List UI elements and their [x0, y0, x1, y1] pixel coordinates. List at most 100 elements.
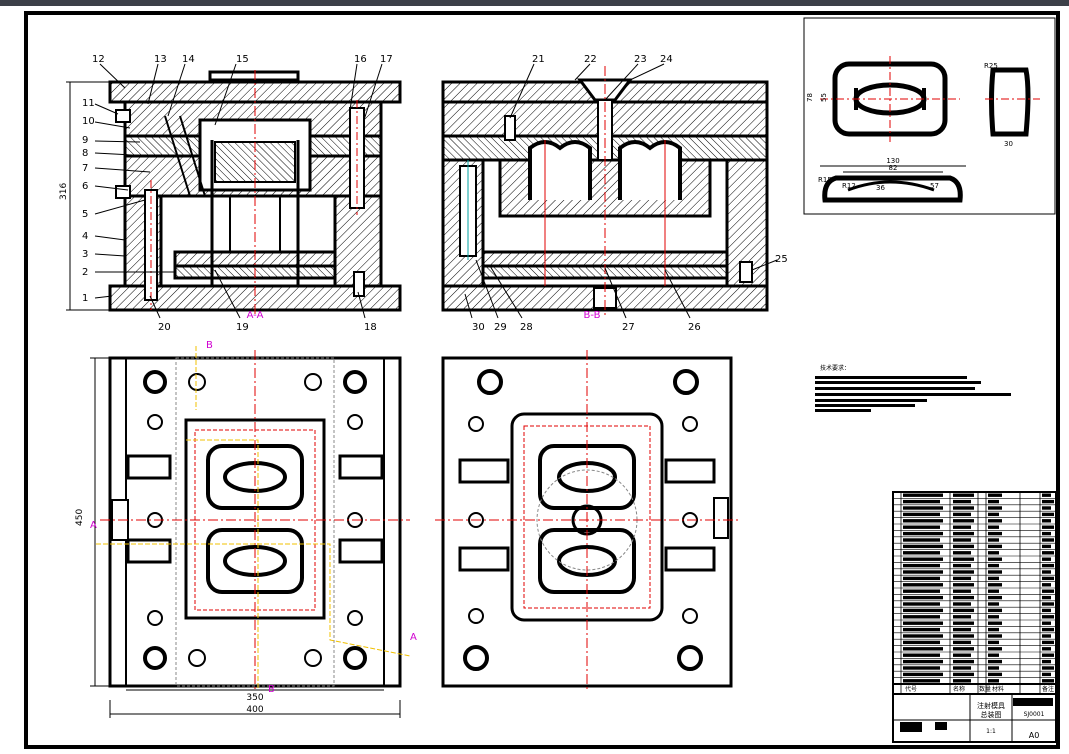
bom-cell-text [903, 679, 940, 683]
balloon-5: 5 [82, 209, 88, 220]
bom-cell-text [953, 621, 974, 625]
part-dim-36: 36 [876, 184, 885, 192]
balloon-3: 3 [82, 249, 88, 260]
bom-cell-text [953, 506, 974, 510]
bom-cell-text [903, 589, 940, 593]
bom-cell-text [953, 544, 974, 549]
balloon-28: 28 [520, 322, 533, 333]
part-view-box [803, 17, 1056, 215]
title-scale: 1:1 [986, 728, 996, 735]
bom-cell-text [953, 512, 971, 517]
bom-cell-text [903, 493, 943, 497]
bom-cell-text [988, 583, 1002, 587]
bom-cell-text [988, 589, 999, 593]
bom-header-material: 材料 [992, 685, 1004, 693]
bom-cell-text [953, 666, 971, 670]
bom-cell-text [988, 653, 999, 657]
bom-cell-text [988, 647, 1002, 651]
balloon-22: 22 [584, 54, 597, 65]
bom-cell-text [953, 615, 971, 619]
balloon-12: 12 [92, 54, 105, 65]
bom-cell-text [903, 576, 940, 581]
bom-cell-text [988, 538, 999, 542]
bom-cell-text [953, 595, 974, 600]
part-dim-r25: R25 [984, 62, 998, 70]
bom-table [892, 491, 1057, 743]
part-detail-views [820, 56, 1040, 203]
bom-cell-text [988, 595, 1002, 600]
bom-cell-text [1042, 666, 1054, 670]
bom-cell-text [903, 653, 940, 657]
bom-cell-text [903, 538, 940, 542]
bom-cell-text [953, 640, 971, 645]
bom-header-remark: 备注 [1042, 685, 1054, 693]
balloon-29: 29 [494, 322, 507, 333]
bom-cell-text [1042, 595, 1051, 600]
bom-cell-text [903, 608, 943, 613]
bom-cell-text [988, 621, 1002, 625]
balloon-27: 27 [622, 322, 635, 333]
bom-cell-text [953, 608, 974, 613]
bom-cell-text [1042, 557, 1051, 561]
bom-cell-text [1042, 679, 1054, 683]
bom-cell-text [903, 544, 943, 549]
bom-cell-text [903, 512, 940, 517]
bom-cell-text [953, 525, 971, 529]
title-code: SJ0001 [1024, 711, 1045, 718]
bom-cell-text [903, 634, 943, 638]
window-title-bar [0, 0, 1069, 6]
bom-cell-text [988, 602, 999, 606]
part-dim-55: 55 [820, 93, 828, 102]
bom-cell-text [988, 551, 999, 555]
title-sheet-size: A0 [1029, 731, 1040, 740]
balloon-17: 17 [380, 54, 393, 65]
balloon-16: 16 [354, 54, 367, 65]
bom-cell-text [953, 576, 971, 581]
bom-cell-text [903, 666, 940, 670]
bom-cell-text [1042, 634, 1051, 638]
cut-mark-b-top: B [206, 340, 213, 351]
tech-requirements-title: 技术要求： [820, 364, 850, 372]
bom-cell-text [953, 499, 971, 504]
bom-cell-text [988, 512, 999, 517]
part-dim-r15: R15 [818, 176, 832, 184]
tech-requirements-text [815, 376, 1011, 412]
bom-cell-text [903, 602, 940, 606]
bom-cell-text [953, 602, 971, 606]
bom-cell-text [1042, 640, 1054, 645]
bom-cell-text [1042, 589, 1054, 593]
balloon-13: 13 [154, 54, 167, 65]
balloon-21: 21 [532, 54, 545, 65]
bom-cell-text [1042, 499, 1054, 504]
bom-cell-text [953, 583, 974, 587]
bom-cell-text [988, 519, 1002, 523]
bom-header-name: 名称 [953, 685, 965, 693]
bom-cell-text [988, 679, 999, 683]
bom-cell-text [1042, 493, 1051, 497]
bom-cell-text [1042, 544, 1051, 549]
bom-cell-text [903, 647, 943, 651]
balloon-1: 1 [82, 293, 88, 304]
plan-view-right [435, 350, 740, 690]
balloon-9: 9 [82, 135, 88, 146]
bom-cell-text [903, 627, 940, 632]
part-dim-130: 130 [886, 157, 899, 165]
dim-350-label: 350 [246, 693, 263, 703]
bom-cell-text [1042, 576, 1054, 581]
bom-cell-text [1042, 627, 1054, 632]
bom-cell-text [903, 595, 943, 600]
balloon-4: 4 [82, 231, 88, 242]
bom-cell-text [1042, 608, 1051, 613]
bom-cell-text [988, 525, 999, 529]
bom-cell-text [903, 615, 940, 619]
bom-cell-text [903, 525, 940, 529]
bom-cell-text [988, 531, 1002, 536]
bom-cell-text [988, 576, 999, 581]
bom-cell-text [953, 551, 971, 555]
bom-cell-text [903, 506, 943, 510]
drawing-frame [24, 11, 1060, 749]
bom-cell-text [1042, 659, 1051, 664]
bom-cell-text [903, 551, 940, 555]
bom-cell-text [988, 659, 1002, 664]
balloon-7: 7 [82, 163, 88, 174]
